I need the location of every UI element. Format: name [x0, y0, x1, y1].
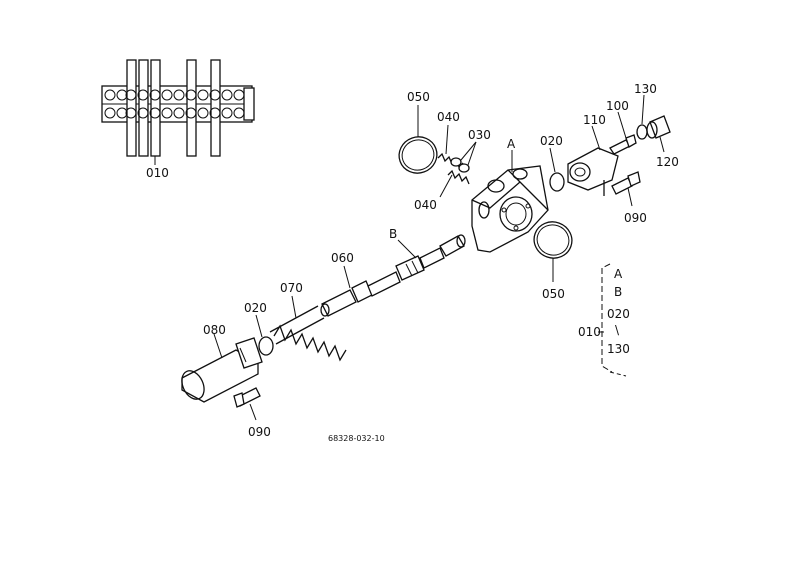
label-120: 120 — [656, 155, 679, 169]
valve-assembly-overview — [101, 59, 255, 165]
o-ring-050-top — [398, 136, 438, 174]
legend-A: A — [614, 267, 623, 281]
label-060: 060 — [331, 251, 354, 265]
label-090-bottom: 090 — [248, 425, 271, 439]
o-ring-020-right — [549, 172, 565, 192]
label-020-right: 020 — [540, 134, 563, 148]
legend-from: 020 — [607, 307, 630, 321]
legend-assembly: 010 — [578, 325, 601, 339]
bolt-090-right — [611, 171, 641, 195]
label-A-top: A — [507, 137, 516, 151]
poppet-030 — [450, 157, 470, 173]
valve-section-body — [471, 150, 549, 253]
legend-B: B — [614, 285, 622, 299]
label-070: 070 — [280, 281, 303, 295]
cap-080 — [181, 337, 263, 403]
o-ring-050-right — [533, 221, 573, 259]
label-090-right: 090 — [624, 211, 647, 225]
drawing-number: 68328-032-10 — [328, 434, 385, 443]
o-ring-130 — [636, 124, 648, 140]
bolt-100 — [609, 134, 637, 155]
label-010-overview: 010 — [146, 166, 169, 180]
label-100: 100 — [606, 99, 629, 113]
bolt-090-bottom — [233, 387, 261, 408]
label-030: 030 — [468, 128, 491, 142]
legend-range: \ — [615, 323, 620, 337]
label-110: 110 — [583, 113, 606, 127]
label-020-left: 020 — [244, 301, 267, 315]
label-040-top: 040 — [437, 110, 460, 124]
plug-120 — [646, 115, 671, 139]
spring-070 — [269, 305, 347, 362]
spool-060 — [320, 234, 466, 317]
legend-to: 130 — [607, 342, 630, 356]
o-ring-020-left — [258, 336, 274, 356]
label-050-top: 050 — [407, 90, 430, 104]
label-050-right: 050 — [542, 287, 565, 301]
cover-110 — [567, 147, 619, 196]
assembly-legend: A B 020 \ 130 010 — [578, 263, 630, 377]
label-130-top: 130 — [634, 82, 657, 96]
label-080: 080 — [203, 323, 226, 337]
label-B: B — [389, 227, 397, 241]
label-040-bottom: 040 — [414, 198, 437, 212]
